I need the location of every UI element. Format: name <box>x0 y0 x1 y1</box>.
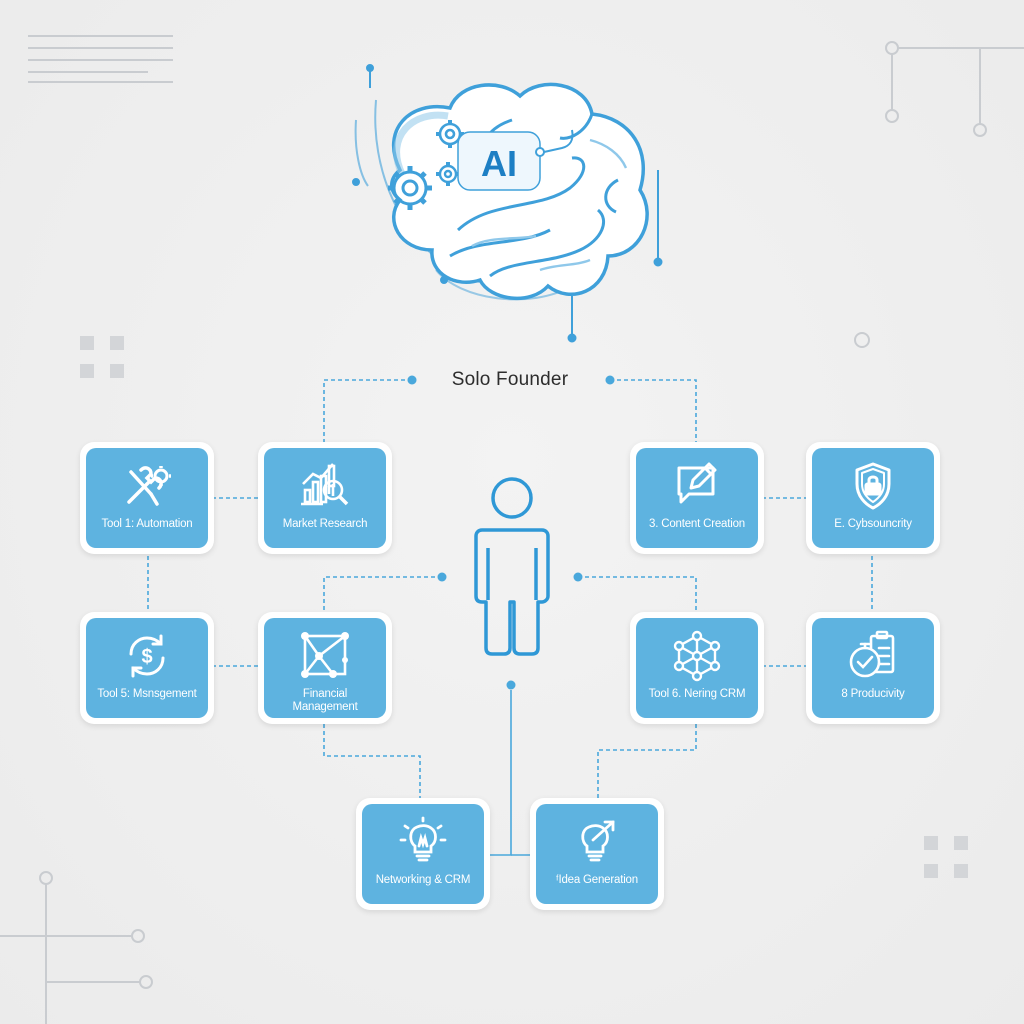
tool-card-market-research[interactable]: Market Research <box>258 442 392 554</box>
tool-label: Financial Management <box>292 688 358 713</box>
svg-text:$: $ <box>141 646 152 668</box>
chart-magnifier-icon <box>301 463 349 506</box>
tool-card-idea-generation[interactable]: ᶠIdea Generation <box>530 798 664 910</box>
gear-icon <box>388 166 432 210</box>
tool-label: Networking & CRM <box>375 874 471 886</box>
circuit-decoration <box>0 871 153 1024</box>
lightbulb-icon <box>399 816 447 862</box>
stopwatch-checklist-icon <box>849 630 895 678</box>
tool-card-networking-crm[interactable]: Networking & CRM <box>356 798 490 910</box>
tool-label: Market Research <box>282 518 368 530</box>
decorative-lines <box>28 35 173 83</box>
brain-outline <box>390 82 649 301</box>
tool-card-management[interactable]: $ Tool 5: Msnsgement <box>80 612 214 724</box>
network-nodes-icon <box>301 632 349 678</box>
ai-brain-logo: AI <box>352 64 663 343</box>
tool-card-content-creation[interactable]: 3. Content Creation <box>630 442 764 554</box>
tool-label: Tool 5: Msnsgement <box>97 688 197 700</box>
tool-card-productivity[interactable]: 8 Producivity <box>806 612 940 724</box>
grid-dots-decoration <box>80 336 124 378</box>
tool-label: ᶠIdea Generation <box>556 874 638 886</box>
chat-pencil-icon <box>677 462 717 504</box>
lightbulb-arrow-icon <box>581 820 615 862</box>
tool-label: E. Cybsouncrity <box>834 518 912 530</box>
wrench-gear-icon <box>127 466 171 506</box>
tool-label: Tool 6. Nering CRM <box>648 688 746 700</box>
molecule-network-icon <box>673 630 721 682</box>
shield-lock-icon <box>855 462 891 510</box>
grid-dots-decoration <box>924 836 968 878</box>
tool-label: 8 Producivity <box>841 688 905 700</box>
tool-card-automation[interactable]: Tool 1: Automation <box>80 442 214 554</box>
circle-decoration <box>854 332 870 348</box>
ai-logo-text: AI <box>481 143 517 184</box>
tool-card-cybersecurity[interactable]: E. Cybsouncrity <box>806 442 940 554</box>
solo-founder-title: Solo Founder <box>451 369 569 390</box>
person-icon <box>474 477 550 656</box>
tool-card-financial-management[interactable]: Financial Management <box>258 612 392 724</box>
tool-card-nering-crm[interactable]: Tool 6. Nering CRM <box>630 612 764 724</box>
dollar-cycle-icon: $ <box>129 634 165 678</box>
tool-label: Tool 1: Automation <box>101 518 193 530</box>
circuit-decoration <box>885 41 1024 137</box>
tool-label: 3. Content Creation <box>649 518 745 530</box>
